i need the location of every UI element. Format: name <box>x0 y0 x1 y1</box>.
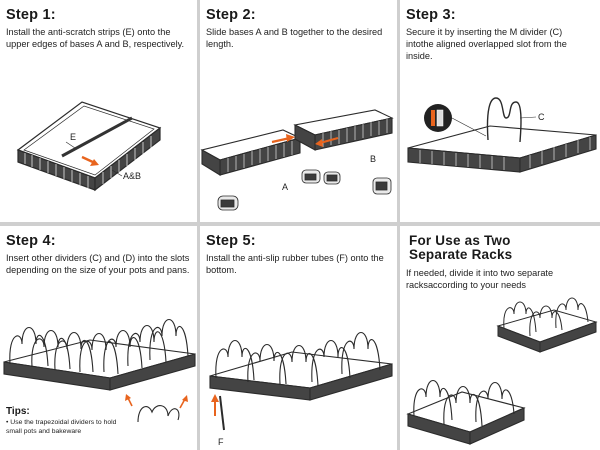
separate-racks-description: If needed, divide it into two separate r… <box>406 268 554 290</box>
step-5-title: Step 5: <box>206 233 256 249</box>
label-a: A <box>282 182 288 192</box>
separate-racks-illustration <box>406 297 598 445</box>
step-4-title: Step 4: <box>6 233 56 249</box>
step-1-description: Install the anti-scratch strips (E) onto… <box>6 27 185 49</box>
arrow-up-icon <box>211 394 219 416</box>
label-a-and-b: A&B <box>123 171 141 181</box>
tips-text-content: Use the trapezoidal dividers to hold sma… <box>6 419 117 435</box>
step-4-illustration <box>3 318 196 423</box>
step-1-panel: Step 1: Install the anti-scratch strips … <box>0 0 197 222</box>
step-2-description: Slide bases A and B together to the desi… <box>206 27 383 49</box>
step-5-illustration: F <box>209 331 393 447</box>
step-4-panel: Step 4: Insert other dividers (C) and (D… <box>0 226 197 450</box>
arrow-up-right-icon <box>179 395 188 409</box>
step-2-illustration: A B <box>200 109 394 211</box>
label-f: F <box>218 437 224 447</box>
step-5-description: Install the anti-slip rubber tubes (F) o… <box>206 253 384 275</box>
arrow-left-icon <box>315 136 339 147</box>
arrow-icon <box>81 155 99 166</box>
separate-racks-panel: For Use as Two Separate Racks If needed,… <box>400 226 600 450</box>
step-3-description: Secure it by inserting the M divider (C)… <box>406 27 567 61</box>
step-1-title: Step 1: <box>6 7 56 23</box>
arrow-up-left-icon <box>125 394 133 407</box>
arrow-right-icon <box>271 134 295 144</box>
label-c: C <box>538 112 545 122</box>
step-3-panel: Step 3: Secure it by inserting the M div… <box>400 0 600 222</box>
separate-racks-title: For Use as Two Separate Racks <box>409 233 513 262</box>
step-2-title: Step 2: <box>206 7 256 23</box>
label-e: E <box>70 132 76 142</box>
step-1-illustration: E A&B <box>16 101 162 192</box>
detail-zoom-icon <box>424 104 487 137</box>
tips-title: Tips: <box>6 406 30 417</box>
step-2-panel: Step 2: Slide bases A and B together to … <box>200 0 397 222</box>
step-3-illustration: C <box>407 97 597 173</box>
step-3-title: Step 3: <box>406 7 456 23</box>
tips-bullet: • <box>6 419 11 426</box>
tips-text: • Use the trapezoidal dividers to hold s… <box>6 419 126 436</box>
label-b: B <box>370 154 376 164</box>
step-5-panel: Step 5: Install the anti-slip rubber tub… <box>200 226 397 450</box>
step-4-description: Insert other dividers (C) and (D) into t… <box>6 253 190 275</box>
